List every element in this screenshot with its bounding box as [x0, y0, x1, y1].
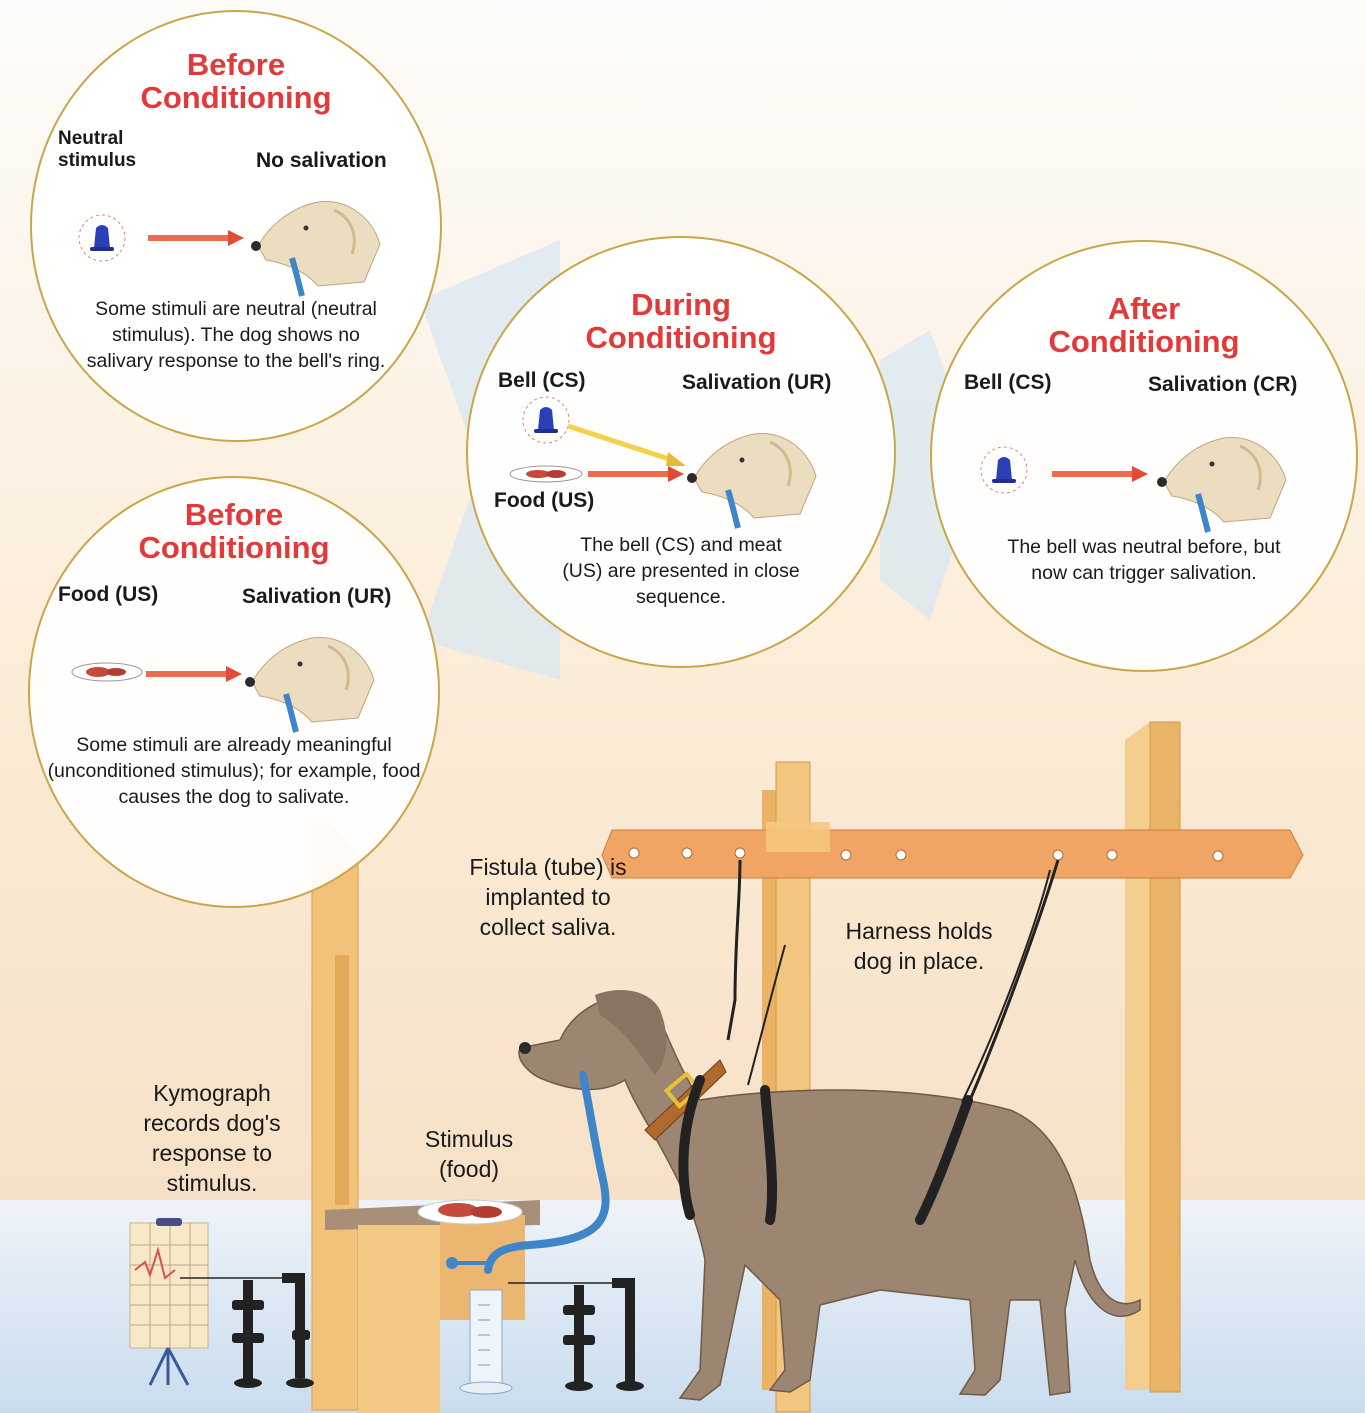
stimulus-caption: Stimulus (food): [414, 1124, 524, 1184]
panel-during: DuringConditioning Bell (CS) Salivation …: [466, 236, 896, 668]
bell-icon: [978, 444, 1030, 496]
panel-after: AfterConditioning Bell (CS) Salivation (…: [930, 240, 1358, 672]
fistula-caption: Fistula (tube) is implanted to collect s…: [468, 852, 628, 942]
panel-title: BeforeConditioning: [30, 498, 438, 564]
panel-title: DuringConditioning: [468, 288, 894, 354]
salivation-ur-label: Salivation (UR): [242, 586, 391, 608]
panel-before-food: BeforeConditioning Food (US) Salivation …: [28, 476, 440, 908]
harness-caption: Harness holds dog in place.: [834, 916, 1004, 976]
neutral-stimulus-label: Neutral stimulus: [58, 128, 148, 172]
dog-head-icon: [242, 624, 382, 734]
salivation-cr-label: Salivation (CR): [1148, 374, 1297, 396]
food-us-label: Food (US): [494, 490, 594, 512]
kymograph-caption: Kymograph records dog's response to stim…: [130, 1078, 294, 1198]
bell-icon: [520, 394, 572, 446]
panel-title: BeforeConditioning: [32, 48, 440, 114]
salivation-ur-label: Salivation (UR): [682, 372, 831, 394]
food-plate-icon: [508, 462, 584, 486]
bell-icon: [76, 212, 128, 264]
panel-title: AfterConditioning: [932, 292, 1356, 358]
arrow-icon: [148, 230, 244, 246]
arrow-icon: [1052, 466, 1148, 482]
bell-cs-label: Bell (CS): [498, 370, 586, 392]
panel-description: Some stimuli are neutral (neutral stimul…: [32, 296, 440, 374]
no-salivation-label: No salivation: [256, 150, 387, 172]
dog-head-icon: [684, 420, 824, 530]
food-plate-icon: [70, 660, 144, 684]
panel-description: The bell was neutral before, but now can…: [932, 534, 1356, 586]
panel-description: The bell (CS) and meat (US) are presente…: [468, 532, 894, 610]
arrow-icon: [146, 666, 242, 682]
dog-head-icon: [1154, 424, 1294, 534]
panel-description: Some stimuli are already meaningful (unc…: [30, 732, 438, 810]
bell-arrow-icon: [568, 424, 688, 468]
bell-cs-label: Bell (CS): [964, 372, 1052, 394]
dog-head-icon: [248, 188, 388, 298]
arrow-icon: [588, 466, 684, 482]
food-us-label: Food (US): [58, 584, 158, 606]
panel-before-neutral: BeforeConditioning Neutral stimulus No s…: [30, 10, 442, 442]
